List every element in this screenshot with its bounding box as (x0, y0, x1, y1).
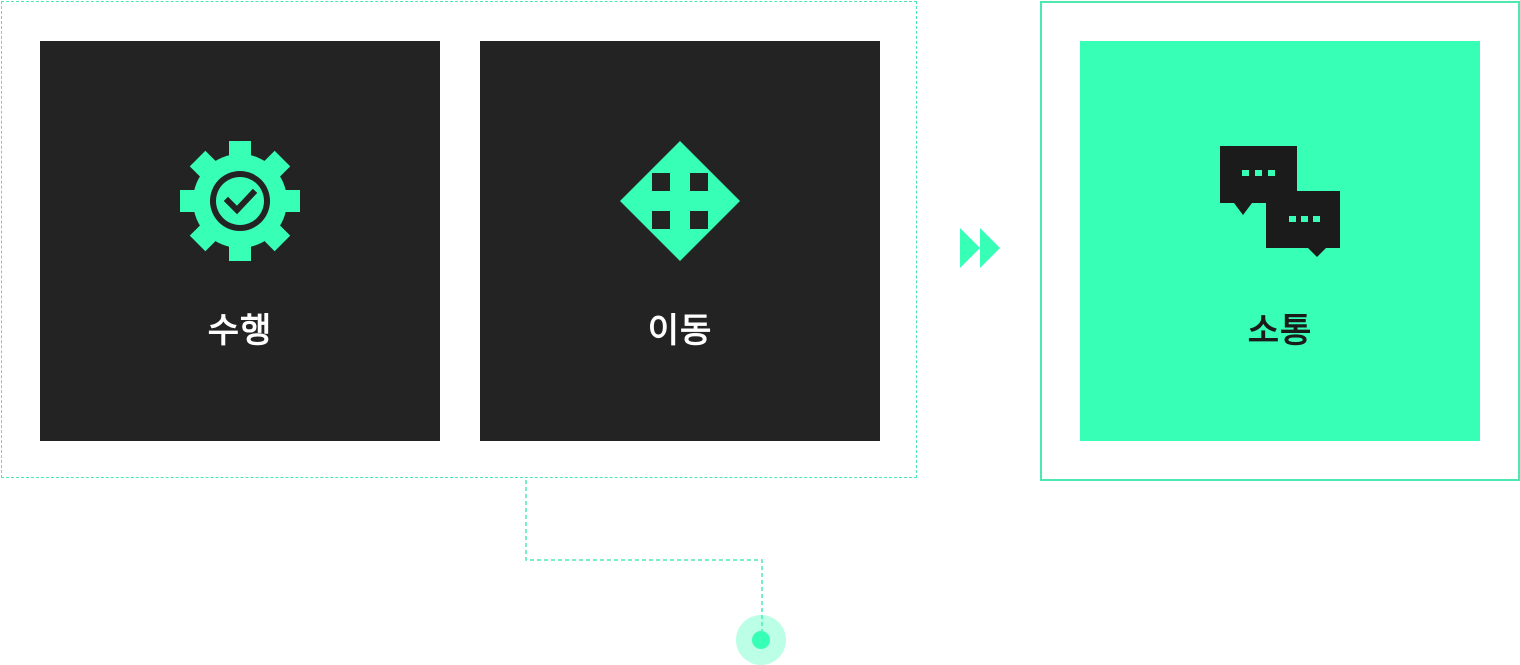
card-label: 이동 (647, 311, 713, 351)
card-perform: 수행 (40, 41, 440, 441)
gear-check-icon (180, 141, 300, 261)
connector-endpoint-dot (752, 631, 770, 649)
result-frame (1040, 1, 1520, 481)
double-arrow-icon (960, 228, 1000, 268)
input-group-frame (1, 1, 917, 478)
card-label: 소통 (1247, 311, 1313, 351)
move-arrows-icon (620, 141, 740, 261)
card-label: 수행 (207, 311, 273, 351)
chat-bubbles-icon (1220, 146, 1340, 257)
card-communicate: 소통 (1080, 41, 1480, 441)
card-move: 이동 (480, 41, 880, 441)
connector-endpoint-halo (736, 615, 786, 665)
